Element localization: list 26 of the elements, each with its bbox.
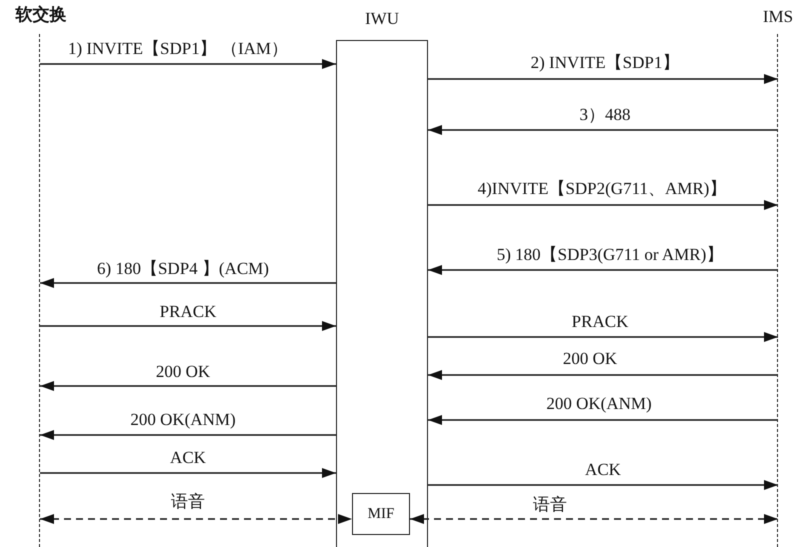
edge-label: 6) 180【SDP4 】(ACM) <box>95 259 271 279</box>
edge-label: 200 OK(ANM) <box>128 410 238 430</box>
participant-label: IMS <box>762 6 794 28</box>
arrow <box>428 74 778 84</box>
edge-label: 语音 <box>531 495 569 515</box>
arrow <box>40 321 336 331</box>
edge-label: 200 OK(ANM) <box>544 394 654 414</box>
arrow <box>40 381 336 391</box>
arrow <box>428 265 778 275</box>
process-box: MIF <box>352 493 410 535</box>
arrow <box>428 332 778 342</box>
arrow <box>428 480 778 490</box>
participant-label: IWU <box>364 8 400 30</box>
edge-label: 3）488 <box>578 105 632 125</box>
arrow <box>410 514 778 524</box>
arrow <box>428 125 778 135</box>
arrow <box>428 370 778 380</box>
arrow <box>428 200 778 210</box>
arrow <box>428 415 778 425</box>
arrow <box>40 430 336 440</box>
arrow <box>40 278 336 288</box>
edge-label: 语音 <box>169 492 207 512</box>
arrow <box>40 514 352 524</box>
participant-label: 软交换 <box>14 4 68 26</box>
arrow <box>40 59 336 69</box>
arrow <box>40 468 336 478</box>
